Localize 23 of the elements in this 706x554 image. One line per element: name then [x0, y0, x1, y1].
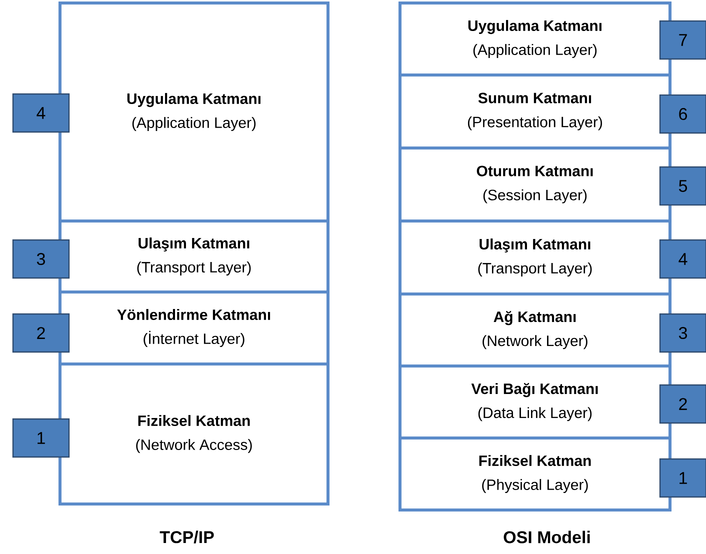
model-caption: OSI Modeli: [504, 530, 590, 544]
layer-box: Uygulama Katmanı (Application Layer): [398, 2, 672, 76]
layer-box: Yönlendirme Katmanı (İnternet Layer): [58, 290, 330, 366]
number-box: 6: [659, 94, 706, 134]
number-box: 2: [12, 313, 70, 353]
layer-box: Fiziksel Katman (Network Access): [58, 362, 330, 506]
layer-box: Ağ Katmanı (Network Layer): [398, 292, 672, 368]
number-box: 3: [12, 239, 70, 279]
layer-box: Ulaşım Katmanı (Transport Layer): [398, 220, 672, 296]
number-box: 4: [659, 239, 706, 279]
number-box: 7: [659, 20, 706, 60]
layer-box: Ulaşım Katmanı (Transport Layer): [58, 220, 330, 294]
layer-box: Fiziksel Katman (Physical Layer): [398, 436, 672, 512]
model-caption: TCP/IP: [160, 530, 214, 544]
layer-box: Oturum Katmanı (Session Layer): [398, 146, 672, 222]
number-box: 4: [12, 93, 70, 133]
number-box: 1: [659, 458, 706, 498]
number-box: 2: [659, 384, 706, 424]
layer-box: Sunum Katmanı (Presentation Layer): [398, 74, 672, 150]
number-box: 5: [659, 166, 706, 206]
layer-box: Veri Bağı Katmanı (Data Link Layer): [398, 364, 672, 440]
number-box: 3: [659, 313, 706, 353]
number-box: 1: [12, 418, 70, 458]
